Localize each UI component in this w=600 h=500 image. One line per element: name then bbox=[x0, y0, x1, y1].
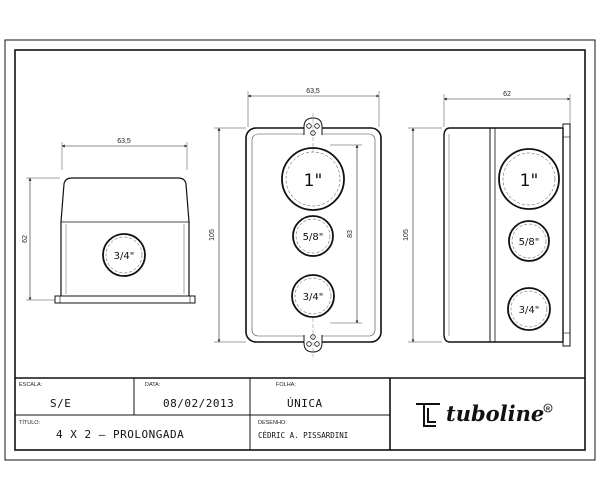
data-value: 08/02/2013 bbox=[163, 397, 234, 410]
registered-mark-icon bbox=[543, 403, 553, 413]
side-left-height-dimension: 62 bbox=[22, 235, 29, 243]
side-left-width-dimension: 63,5 bbox=[117, 138, 131, 145]
folha-label: FOLHA: bbox=[276, 382, 296, 388]
front-hole-medium-label: 5/8" bbox=[303, 232, 324, 243]
front-width-dimension: 63,5 bbox=[306, 88, 320, 95]
side-right-hole-medium-label: 5/8" bbox=[519, 237, 540, 248]
tuboline-logo: tuboline R bbox=[416, 401, 553, 427]
tuboline-logo-icon bbox=[416, 403, 440, 427]
side-right-hole-large-label: 1" bbox=[520, 171, 539, 191]
side-view-left: 63,5 62 3/4" bbox=[22, 138, 196, 304]
escala-value: S/E bbox=[50, 397, 71, 410]
desenho-label: DESENHO: bbox=[258, 420, 287, 426]
titulo-label: TÍTULO: bbox=[19, 419, 41, 426]
svg-text:R: R bbox=[546, 407, 550, 413]
desenho-value: CÉDRIC A. PISSARDINI bbox=[258, 431, 348, 440]
side-right-width-dimension: 62 bbox=[503, 91, 511, 98]
front-view: 63,5 105 83 1" 5/8" 3/4" bbox=[209, 88, 382, 357]
side-right-hole-small-label: 3/4" bbox=[519, 305, 540, 316]
title-block: ESCALA: S/E DATA: 08/02/2013 FOLHA: ÚNIC… bbox=[15, 377, 585, 450]
escala-label: ESCALA: bbox=[19, 382, 43, 388]
front-height-dimension: 105 bbox=[209, 229, 216, 241]
folha-value: ÚNICA bbox=[287, 397, 323, 410]
inner-border bbox=[14, 49, 586, 451]
side-view-right: 62 105 1" 5/8" 3/4" bbox=[403, 91, 571, 347]
tuboline-logo-text: tuboline bbox=[446, 401, 544, 426]
side-left-hole-label: 3/4" bbox=[114, 251, 135, 262]
titulo-value: 4 X 2 – PROLONGADA bbox=[56, 428, 184, 441]
outer-border bbox=[4, 39, 596, 461]
front-hole-small-label: 3/4" bbox=[303, 292, 324, 303]
front-hole-large-label: 1" bbox=[304, 171, 323, 191]
front-spacing-dimension: 83 bbox=[347, 230, 354, 238]
data-label: DATA: bbox=[145, 382, 161, 388]
side-right-height-dimension: 105 bbox=[403, 229, 410, 241]
